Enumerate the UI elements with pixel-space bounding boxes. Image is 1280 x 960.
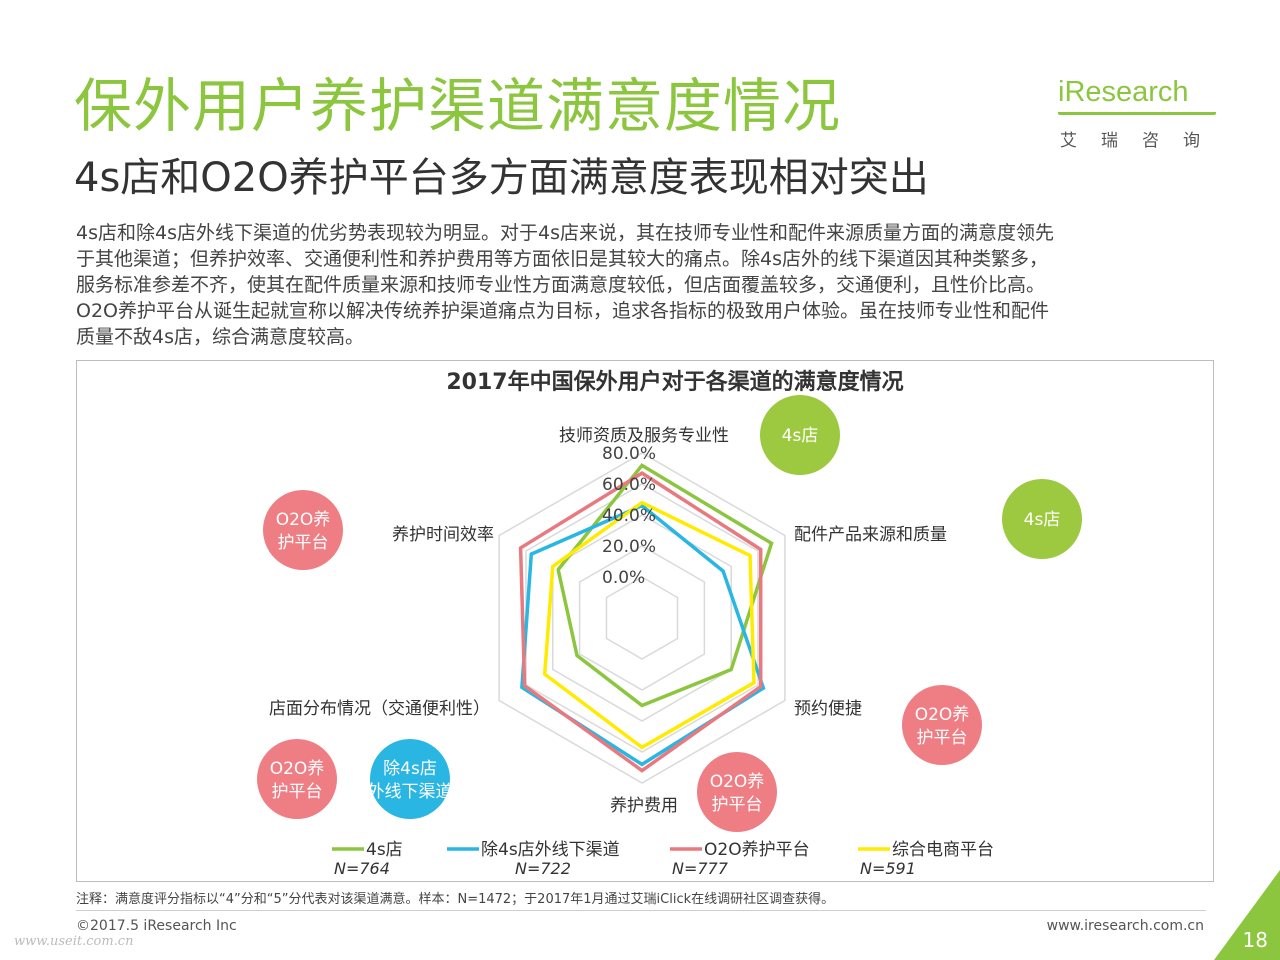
page-title: 保外用户养护渠道满意度情况 <box>74 72 842 140</box>
logo-chinese-name: 艾瑞咨询 <box>1060 131 1224 151</box>
radar-tick-label: 0.0% <box>602 568 645 588</box>
radar-grid-ring <box>605 576 679 660</box>
summary-line: 4s店和除4s店外线下渠道的优劣势表现较为明显。对于4s店来说，其在技师专业性和… <box>76 222 1054 244</box>
footer-divider <box>76 910 1206 911</box>
legend-sample-size: N=777 <box>672 859 729 878</box>
annotation-bubble-label: 护平台 <box>278 533 329 553</box>
annotation-bubble-label: 外线下渠道 <box>368 782 453 802</box>
annotation-bubble <box>370 739 450 819</box>
radar-axis-label: 店面分布情况（交通便利性） <box>269 699 490 719</box>
radar-tick-label: 80.0% <box>602 444 656 464</box>
annotation-bubble <box>1002 479 1082 559</box>
radar-grid-ring <box>525 483 759 753</box>
summary-line: 质量不敌4s店，综合满意度较高。 <box>76 326 364 348</box>
radar-grid-ring <box>578 545 706 691</box>
annotation-bubble <box>760 395 840 475</box>
page-subtitle: 4s店和O2O养护平台多方面满意度表现相对突出 <box>74 155 929 201</box>
annotation-bubble-label: 除4s店 <box>383 759 437 779</box>
legend-sample-size: N=764 <box>334 859 390 878</box>
chart-title: 2017年中国保外用户对于各渠道的满意度情况 <box>446 370 904 395</box>
summary-line: 于其他渠道；但养护效率、交通便利性和养护费用等方面依旧是其较大的痛点。除4s店外… <box>76 248 1048 270</box>
chart-frame <box>76 360 1214 882</box>
page-corner-triangle <box>1214 870 1280 960</box>
annotation-bubble-label: O2O养 <box>276 510 331 530</box>
page-number: 18 <box>1242 928 1268 952</box>
radar-tick-label: 20.0% <box>602 537 656 557</box>
footnote: 注释：满意度评分指标以“4”分和“5”分代表对该渠道满意。样本：N=1472；于… <box>76 892 835 907</box>
annotation-bubble-label: 护平台 <box>712 795 763 815</box>
radar-series-line <box>556 463 774 708</box>
legend-label: 4s店 <box>366 840 403 860</box>
copyright: ©2017.5 iResearch Inc <box>76 918 237 934</box>
radar-grid-ring <box>498 452 786 784</box>
annotation-bubble-label: 4s店 <box>1024 510 1061 530</box>
logo-wordmark: iResearch <box>1058 76 1189 108</box>
website-link[interactable]: www.iresearch.com.cn <box>1046 918 1204 934</box>
summary-paragraph: 4s店和除4s店外线下渠道的优劣势表现较为明显。对于4s店来说，其在技师专业性和… <box>76 220 1186 350</box>
legend-sample-size: N=591 <box>860 859 916 878</box>
radar-series-line <box>520 503 766 767</box>
radar-series-line <box>542 500 756 750</box>
annotation-bubble <box>697 752 777 832</box>
annotation-bubble-label: O2O养 <box>915 705 970 725</box>
radar-axis-label: 配件产品来源和质量 <box>794 525 947 545</box>
radar-axis-label: 养护费用 <box>610 796 678 816</box>
watermark: www.useit.com.cn <box>14 934 134 949</box>
annotation-bubble-label: O2O养 <box>270 759 325 779</box>
summary-line: O2O养护平台从诞生起就宣称以解决传统养护渠道痛点为目标，追求各指标的极致用户体… <box>76 300 1050 322</box>
annotation-bubble-label: O2O养 <box>710 772 765 792</box>
radar-tick-label: 40.0% <box>602 506 656 526</box>
annotation-bubble <box>263 490 343 570</box>
annotation-bubble-label: 4s店 <box>782 426 819 446</box>
legend-sample-size: N=722 <box>515 859 571 878</box>
radar-tick-label: 60.0% <box>602 475 656 495</box>
annotation-bubble-label: 护平台 <box>272 782 323 802</box>
legend-label: O2O养护平台 <box>704 840 810 860</box>
legend-label: 综合电商平台 <box>892 840 994 860</box>
radar-axis-label: 技师资质及服务专业性 <box>559 426 729 446</box>
annotation-bubble <box>257 739 337 819</box>
radar-series-line <box>518 471 763 773</box>
iresearch-logo: iResearch 艾瑞咨询 <box>1058 70 1218 151</box>
annotation-bubble-label: 护平台 <box>917 728 968 748</box>
radar-axis-label: 预约便捷 <box>794 699 862 719</box>
logo-underline <box>1058 74 1216 115</box>
legend-label: 除4s店外线下渠道 <box>481 840 620 860</box>
radar-axis-label: 养护时间效率 <box>392 525 494 545</box>
summary-line: 服务标准参差不齐，使其在配件质量来源和技师专业性方面满意度较低，但店面覆盖较多，… <box>76 274 1046 296</box>
annotation-bubble <box>902 685 982 765</box>
